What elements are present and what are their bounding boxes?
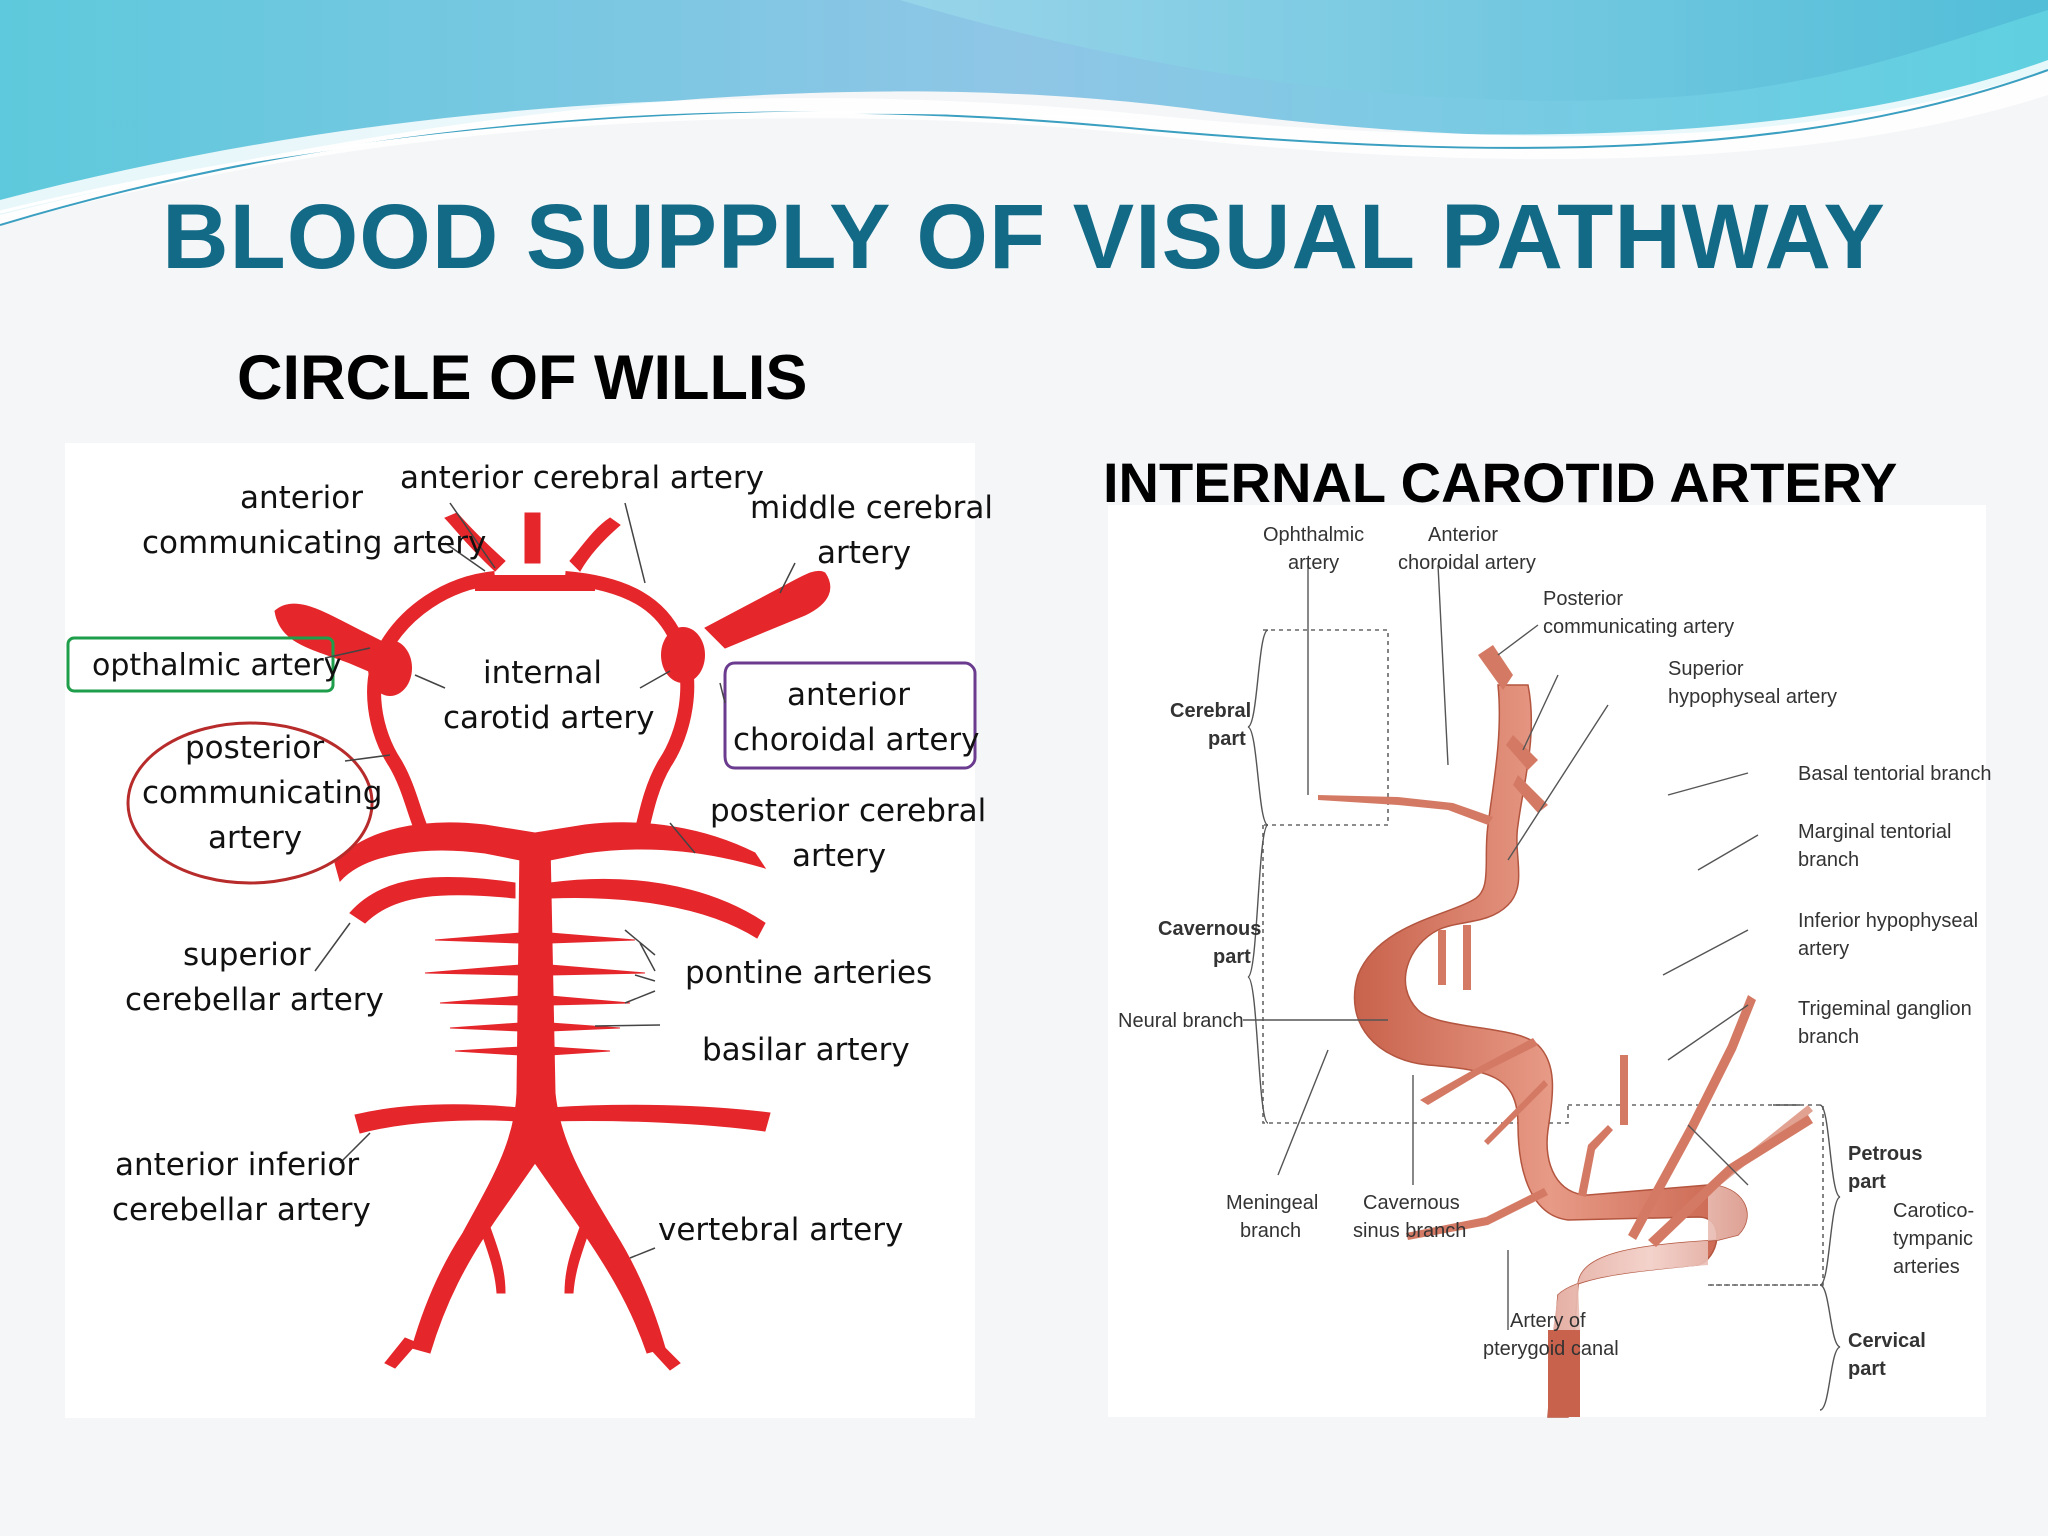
label-posterior-cerebral-1: posterior cerebral	[710, 793, 986, 829]
label-sup-hypo-1: Superior	[1668, 658, 1744, 680]
label-cervical-2: part	[1848, 1358, 1886, 1380]
carotid-labels: Ophthalmic artery Anterior choroidal art…	[1118, 524, 1991, 1380]
label-cavernous-2: part	[1213, 946, 1251, 968]
carotid-vessel	[1318, 645, 1813, 1418]
label-post-comm-2: communicating artery	[1543, 616, 1734, 638]
label-inf-hypo-1: Inferior hypophyseal	[1798, 910, 1978, 932]
label-cav-sinus-1: Cavernous	[1363, 1192, 1460, 1214]
label-anterior-choroidal-2: choroidal artery	[733, 722, 980, 758]
label-anterior-cerebral: anterior cerebral artery	[400, 460, 764, 496]
label-petrous-2: part	[1848, 1171, 1886, 1193]
label-internal-carotid-1: internal	[483, 655, 602, 691]
label-inf-hypo-2: artery	[1798, 938, 1849, 960]
label-cavernous-1: Cavernous	[1158, 918, 1261, 940]
label-meningeal-1: Meningeal	[1226, 1192, 1318, 1214]
label-ant-choroidal-1: Anterior	[1428, 524, 1498, 546]
label-internal-carotid-2: carotid artery	[443, 700, 654, 736]
wave-header-decoration	[0, 0, 2048, 226]
label-vertebral: vertebral artery	[658, 1212, 903, 1248]
ica-stump-left	[368, 640, 412, 696]
superior-cerebellar-arteries	[349, 876, 766, 939]
willis-leader-lines	[314, 502, 796, 1259]
label-post-comm-1: Posterior	[1543, 588, 1623, 610]
label-marginal-tentorial-1: Marginal tentorial	[1798, 821, 1951, 843]
label-basilar: basilar artery	[702, 1032, 910, 1068]
basilar-artery-vessel	[411, 842, 666, 1354]
label-trigeminal-1: Trigeminal ganglion	[1798, 998, 1972, 1020]
internal-carotid-svg: Ophthalmic artery Anterior choroidal art…	[1118, 524, 1991, 1418]
label-ant-choroidal-2: choroidal artery	[1398, 552, 1536, 574]
slide-title: BLOOD SUPPLY OF VISUAL PATHWAY	[162, 186, 1886, 288]
label-aica-2: cerebellar artery	[112, 1192, 371, 1228]
label-marginal-tentorial-2: branch	[1798, 849, 1859, 871]
label-opthalmic: opthalmic artery	[92, 648, 342, 683]
label-pterygoid-2: pterygoid canal	[1483, 1338, 1619, 1360]
label-cav-sinus-2: sinus branch	[1353, 1220, 1466, 1242]
label-petrous-1: Petrous	[1848, 1143, 1922, 1165]
aica-vessels	[354, 1104, 771, 1134]
label-superior-cerebellar-1: superior	[183, 937, 311, 973]
circle-of-willis-svg: anterior cerebral artery anterior commun…	[66, 460, 993, 1371]
label-middle-cerebral-1: middle cerebral	[750, 490, 993, 526]
label-posterior-comm-2: communicating	[142, 775, 382, 811]
ica-stump-right	[661, 627, 705, 683]
willis-ring	[367, 571, 695, 842]
label-superior-cerebellar-2: cerebellar artery	[125, 982, 384, 1018]
internal-carotid-heading: INTERNAL CAROTID ARTERY	[1103, 451, 1898, 514]
label-cervical-1: Cervical	[1848, 1330, 1926, 1352]
label-carotico-1: Carotico-	[1893, 1200, 1974, 1222]
label-carotico-2: tympanic	[1893, 1228, 1973, 1250]
label-cerebral-1: Cerebral	[1170, 700, 1251, 722]
label-posterior-cerebral-2: artery	[792, 838, 886, 874]
label-pterygoid-1: Artery of	[1510, 1310, 1586, 1332]
vertebral-branches	[384, 1212, 681, 1371]
opthalmic-highlight-box	[66, 636, 335, 693]
internal-carotid-diagram: Ophthalmic artery Anterior choroidal art…	[1108, 505, 1991, 1418]
label-basal-tentorial: Basal tentorial branch	[1798, 763, 1991, 785]
circle-of-willis-heading: CIRCLE OF WILLIS	[237, 343, 808, 413]
middle-cerebral-right	[704, 570, 831, 649]
label-anterior-choroidal-1: anterior	[787, 677, 910, 713]
anterior-choroidal-highlight-box	[723, 661, 977, 770]
label-ophthalmic-2: artery	[1288, 552, 1339, 574]
label-trigeminal-2: branch	[1798, 1026, 1859, 1048]
willis-arteries	[274, 512, 831, 1371]
label-middle-cerebral-2: artery	[817, 535, 911, 571]
label-pontine: pontine arteries	[685, 955, 932, 991]
label-cerebral-2: part	[1208, 728, 1246, 750]
label-aica-1: anterior inferior	[115, 1147, 359, 1183]
label-anterior-comm-1: anterior	[240, 480, 363, 516]
carotid-dashed-guides	[1262, 629, 1824, 1286]
willis-labels: anterior cerebral artery anterior commun…	[92, 460, 993, 1248]
label-anterior-comm-2: communicating artery	[142, 525, 486, 561]
carotid-leader-lines	[1243, 564, 1841, 1411]
label-posterior-comm-3: artery	[208, 820, 302, 856]
posterior-communicating-highlight	[126, 721, 374, 885]
label-ophthalmic-1: Ophthalmic	[1263, 524, 1364, 546]
pontine-vessels	[424, 932, 646, 1056]
label-sup-hypo-2: hypophyseal artery	[1668, 686, 1837, 708]
label-carotico-3: arteries	[1893, 1256, 1960, 1278]
circle-of-willis-diagram: anterior cerebral artery anterior commun…	[65, 443, 993, 1418]
label-meningeal-2: branch	[1240, 1220, 1301, 1242]
label-posterior-comm-1: posterior	[185, 730, 324, 766]
label-neural: Neural branch	[1118, 1010, 1244, 1032]
